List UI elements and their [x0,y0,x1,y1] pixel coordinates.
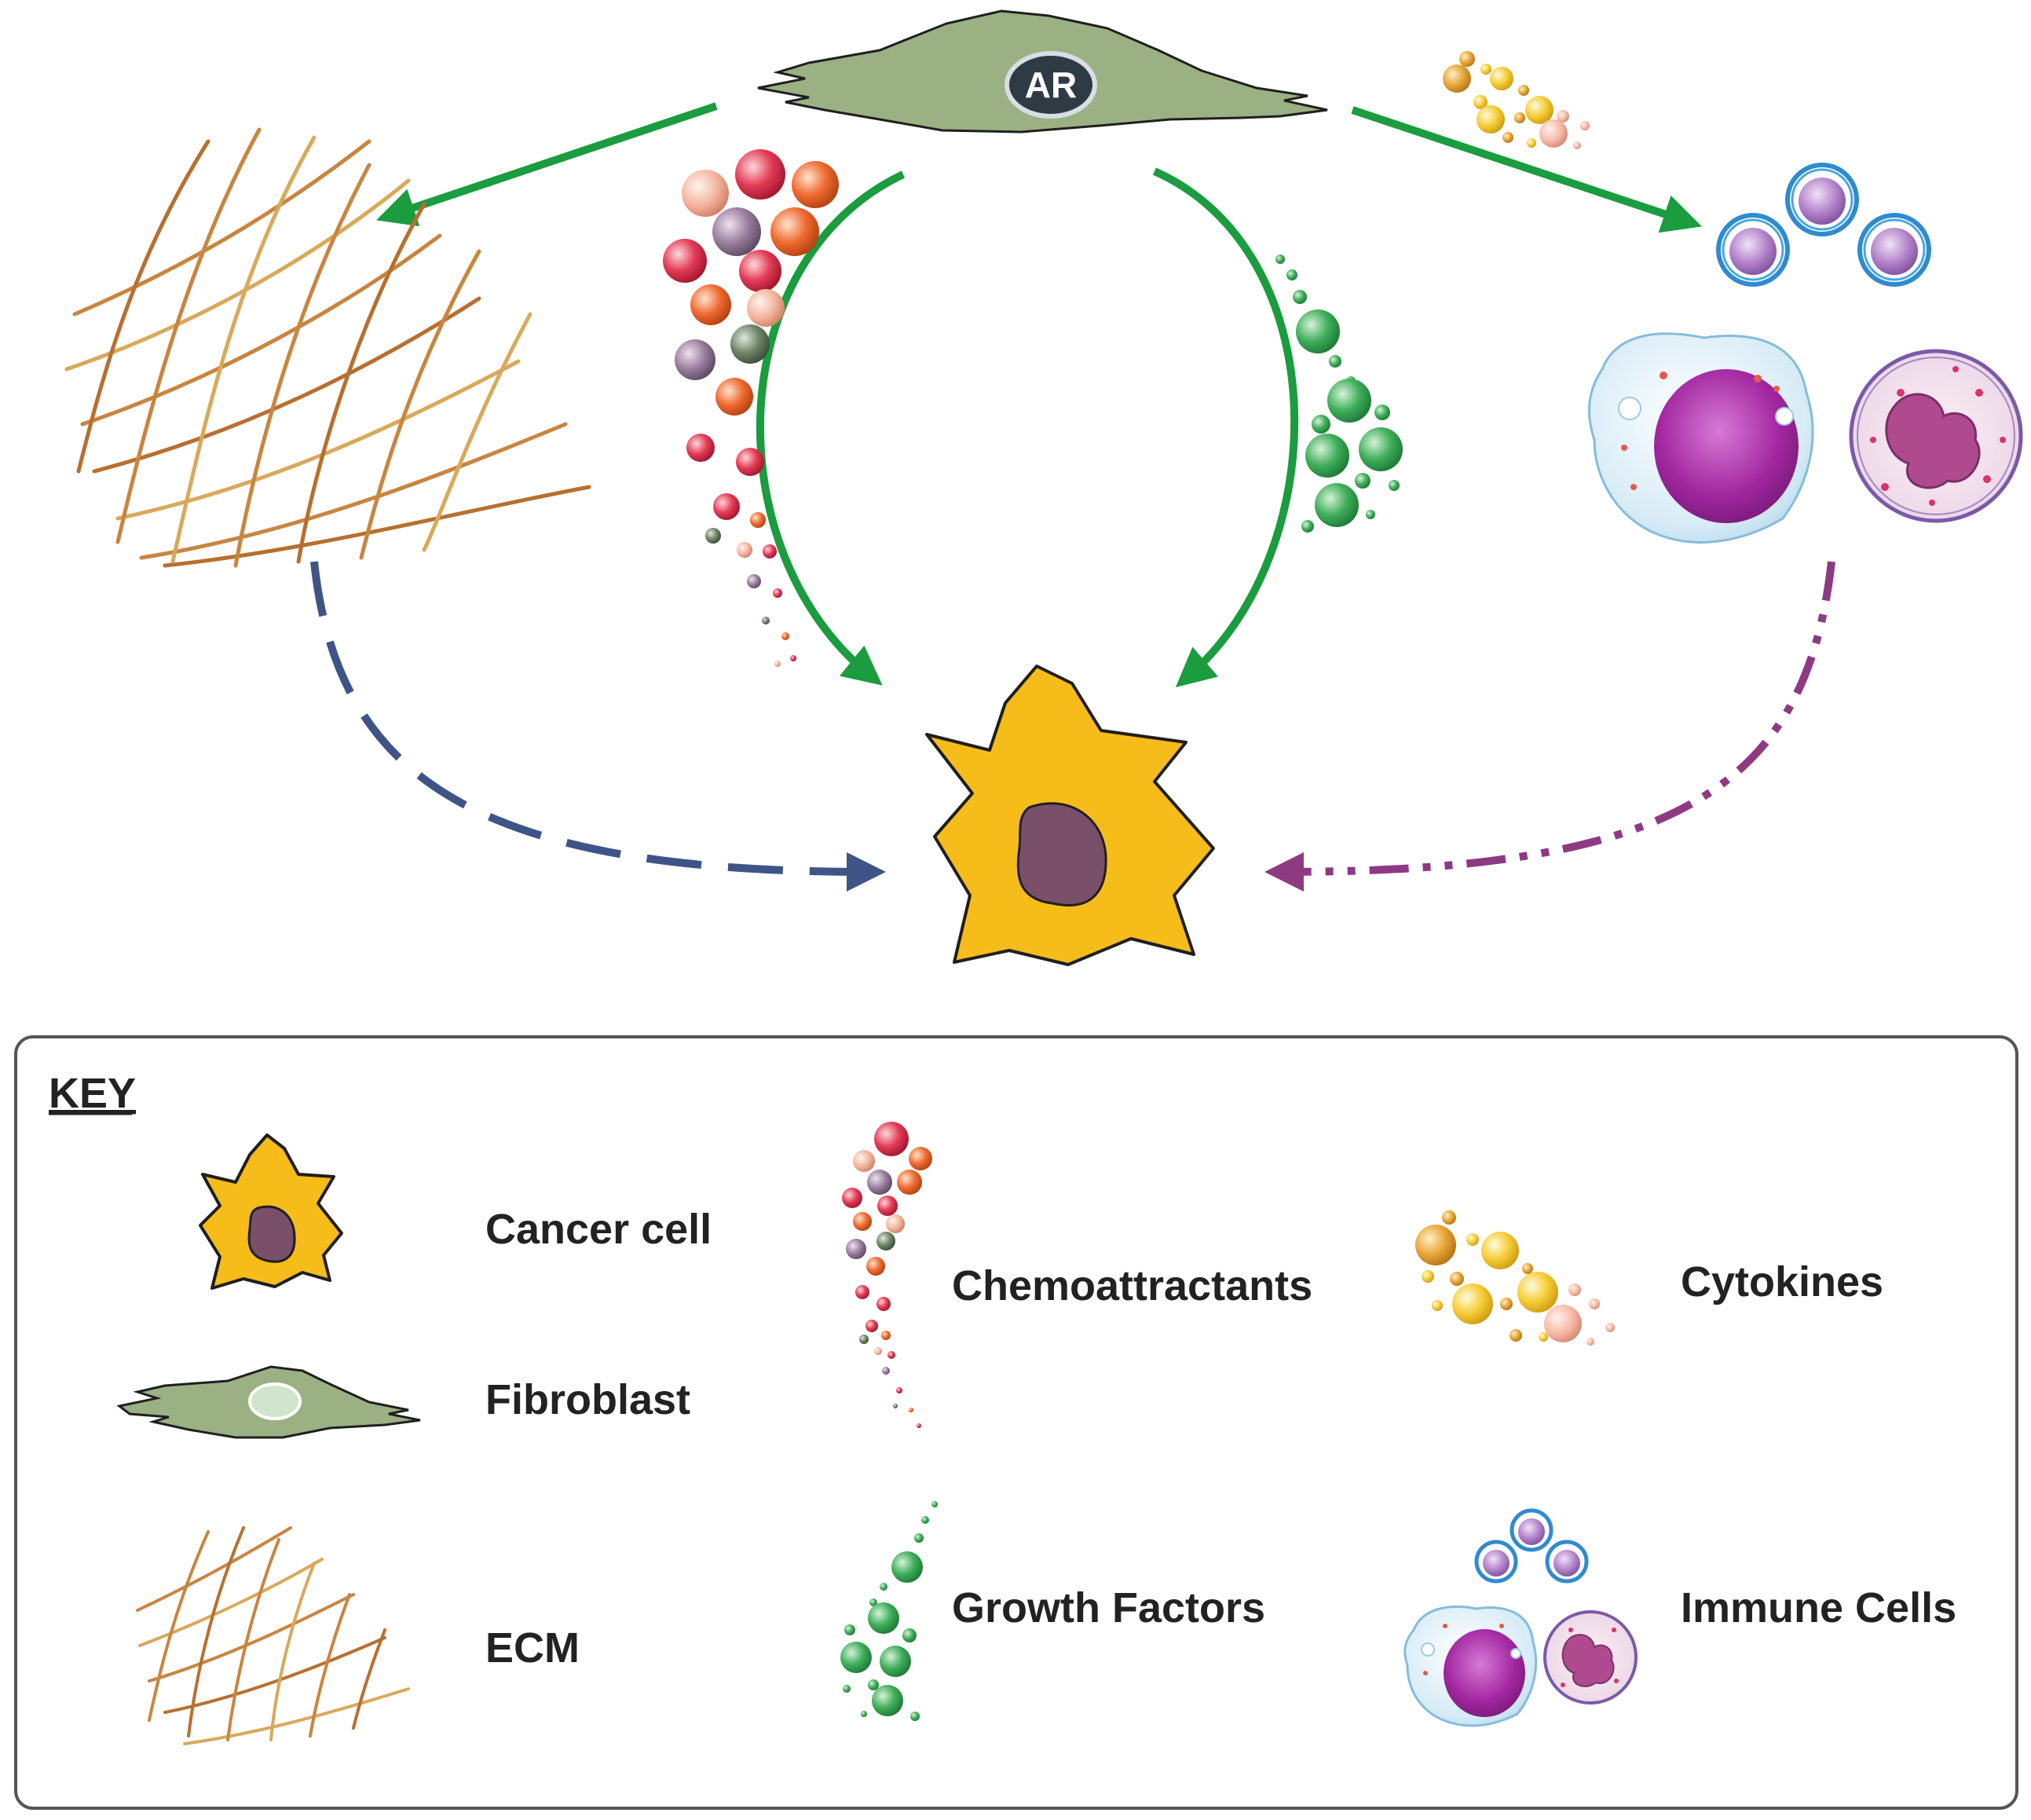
arrow-fibroblast-to-ecm [376,102,718,227]
key-label-cancer-cell: Cancer cell [485,1206,712,1253]
lymphocyte-icon [1716,213,1790,287]
key-box [14,1035,2018,1810]
arrow-ecm-to-cancer [310,561,886,892]
key-label-fibroblast: Fibroblast [485,1376,690,1423]
key-label-cytokines: Cytokines [1681,1258,1883,1305]
key-cancer-cell-icon [199,1133,343,1290]
lymphocyte-icon [1785,163,1859,236]
key-macrophage-icon [1403,1605,1538,1727]
macrophage-icon [1587,332,1814,544]
chemoattractant-cluster-icon [663,149,839,667]
key-label-immune-cells: Immune Cells [1681,1584,1956,1631]
key-title: KEY [49,1070,136,1117]
ar-label: AR [1025,64,1077,105]
arrow-fibroblast-to-immune [1351,106,1702,233]
lymphocyte-icon [1857,213,1931,287]
arrow-chemoattractants-to-cancer [756,170,906,686]
key-chemoattractants-icon [842,1122,932,1428]
key-ecm-icon [136,1526,410,1745]
arrow-immune-to-cancer [1264,561,1835,892]
cancer-cell-icon [925,665,1215,966]
key-label-growth-factors: Growth Factors [952,1584,1265,1631]
key-growth-factors-icon [840,1501,938,1721]
cytokine-cluster-icon [1443,51,1590,149]
growth-factor-cluster-icon [1275,255,1403,533]
immune-cells-icon [1587,163,2023,544]
key-lymphocyte-icon [1474,1540,1518,1584]
key-lymphocyte-icon [1510,1508,1553,1552]
key-label-chemoattractants: Chemoattractants [952,1262,1312,1309]
key-fibroblast-icon [116,1365,421,1439]
arrow-growth-factors-to-cancer [1152,167,1299,688]
key-immune-cells-icon [1403,1508,1638,1727]
key-neutrophil-icon [1543,1610,1638,1705]
key-cytokines-icon [1415,1210,1615,1346]
key-lymphocyte-icon [1545,1540,1589,1584]
ecm-mesh-icon [64,127,591,568]
key-label-ecm: ECM [485,1624,580,1672]
ar-nucleus [1005,51,1097,119]
neutrophil-icon [1849,349,2023,523]
